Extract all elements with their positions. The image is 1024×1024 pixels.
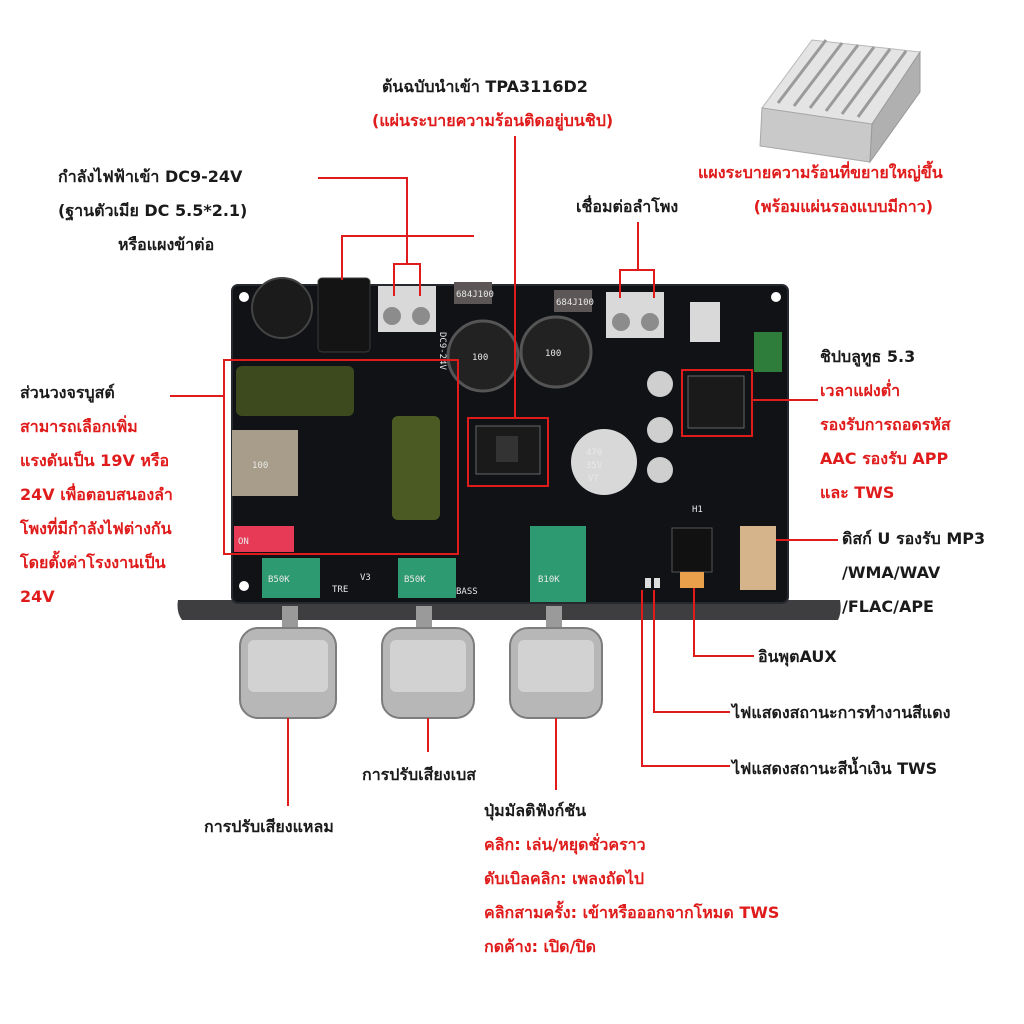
- boost-line-6: 24V: [20, 587, 55, 606]
- boost-coil-label: 100: [252, 461, 268, 471]
- multi-line-2: ดับเบิลคลิก: เพลงถัดไป: [484, 869, 645, 888]
- inductor-code-left: 684J100: [456, 290, 494, 300]
- cap-label-3: VT: [588, 474, 599, 484]
- boost-title: ส่วนวงจรบูสต์: [20, 383, 115, 402]
- chip-subtitle: (แผ่นระบายความร้อนติดอยู่บนชิป): [372, 111, 614, 130]
- power-line-1: กำลังไฟฟ้าเข้า DC9-24V: [58, 167, 243, 186]
- dc-silk-label: DC9-24V: [437, 332, 447, 371]
- pcb-board: 100 100 684J100 684J100 100 ON 470 35V V…: [231, 277, 789, 604]
- udisk-label: ดิสก์ U รองรับ MP3 /WMA/WAV /FLAC/APE: [842, 522, 985, 624]
- boost-line-5: โดยตั้งค่าโรงงานเป็น: [20, 553, 166, 572]
- bluetooth-line-4: และ TWS: [820, 483, 895, 502]
- chip-title: ต้นฉบับนำเข้า TPA3116D2: [382, 77, 588, 96]
- bluetooth-line-1: เวลาแฝงต่ำ: [820, 381, 901, 400]
- tre-label: TRE: [332, 585, 348, 595]
- h1-label: H1: [692, 505, 703, 515]
- pot1-label: B50K: [268, 575, 290, 585]
- inductor-code-right: 684J100: [556, 298, 594, 308]
- pot3-label: B10K: [538, 575, 560, 585]
- multi-label: ปุ่มมัลติฟังก์ชัน คลิก: เล่น/หยุดชั่วครา…: [484, 794, 779, 964]
- power-label: กำลังไฟฟ้าเข้า DC9-24V (ฐานตัวเมีย DC 5.…: [58, 160, 247, 262]
- multi-line-1: คลิก: เล่น/หยุดชั่วคราว: [484, 835, 646, 854]
- v3-label: V3: [360, 573, 371, 583]
- speaker-label: เชื่อมต่อลำโพง: [576, 197, 679, 216]
- bluetooth-title: ชิปบลูทูธ 5.3: [820, 347, 916, 366]
- front-panel: [177, 600, 841, 620]
- udisk-line-2: /WMA/WAV: [842, 563, 941, 582]
- power-line-3: หรือแผงข้าต่อ: [118, 235, 215, 254]
- cap-label-1: 470: [586, 448, 602, 458]
- inductor-label-left: 100: [472, 353, 488, 363]
- boost-line-3: 24V เพื่อตอบสนองลำ: [20, 485, 173, 504]
- blue-led-label: ไฟแสดงสถานะสีน้ำเงิน TWS: [732, 759, 938, 778]
- multi-line-3: คลิกสามครั้ง: เข้าหรือออกจากโหมด TWS: [484, 903, 780, 922]
- bass-silk-label: BASS: [456, 587, 478, 597]
- treble-label: การปรับเสียงแหลม: [204, 817, 334, 836]
- boost-line-2: แรงดันเป็น 19V หรือ: [20, 451, 170, 470]
- cap-label-2: 35V: [586, 461, 603, 471]
- boost-line-4: โพงที่มีกำลังไฟต่างกัน: [20, 519, 172, 538]
- heatsink-label: แผงระบายความร้อนที่ขยายใหญ่ขึ้น (พร้อมแผ…: [698, 156, 943, 224]
- udisk-line-3: /FLAC/APE: [842, 597, 934, 616]
- bass-label: การปรับเสียงเบส: [362, 765, 476, 784]
- udisk-line-1: ดิสก์ U รองรับ MP3: [842, 529, 986, 548]
- callout-lines: [170, 136, 838, 806]
- knobs: [239, 606, 603, 719]
- multi-title: ปุ่มมัลติฟังก์ชัน: [484, 801, 587, 820]
- bluetooth-label: ชิปบลูทูธ 5.3 เวลาแฝงต่ำ รองรับการถอดรหั…: [820, 340, 951, 510]
- heatsink-line-2: (พร้อมแผ่นรองแบบมีกาว): [753, 197, 934, 216]
- red-led-label: ไฟแสดงสถานะการทำงานสีแดง: [732, 703, 951, 722]
- dip-switch-label: ON: [238, 537, 249, 547]
- pot2-label: B50K: [404, 575, 426, 585]
- power-line-2: (ฐานตัวเมีย DC 5.5*2.1): [58, 201, 248, 220]
- bluetooth-line-2: รองรับการถอดรหัส: [820, 415, 951, 434]
- boost-line-1: สามารถเลือกเพิ่ม: [20, 417, 138, 436]
- heatsink-line-1: แผงระบายความร้อนที่ขยายใหญ่ขึ้น: [698, 163, 943, 182]
- boost-label: ส่วนวงจรบูสต์ สามารถเลือกเพิ่ม แรงดันเป็…: [20, 376, 173, 614]
- multi-line-4: กดค้าง: เปิด/ปิด: [484, 937, 596, 956]
- bluetooth-line-3: AAC รองรับ APP: [820, 449, 949, 468]
- aux-label: อินพุตAUX: [758, 647, 837, 666]
- heatsink-image: [759, 39, 921, 164]
- inductor-label-right: 100: [545, 349, 561, 359]
